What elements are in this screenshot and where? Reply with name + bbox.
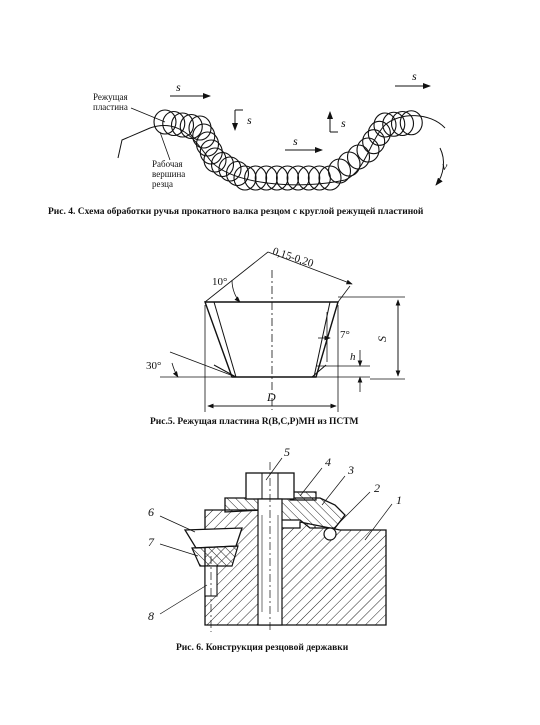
- dim-h: h: [350, 351, 356, 363]
- cutter-position-circle: [162, 110, 186, 137]
- figure-5-cutting-plate: 0,15-0,20 10° 7° h S 30° D Рис.5. Режуща…: [146, 245, 405, 427]
- cutter-position-circle: [254, 165, 278, 191]
- callout-8: 8: [148, 609, 154, 623]
- cutter-position-circle: [153, 109, 177, 135]
- angle-top: 10°: [212, 276, 227, 288]
- figure-6-holder-construction: 5 4 3 2 1 6 7 8 Рис. 6. Конструкция резц…: [148, 445, 402, 653]
- leader-cutting-plate: [130, 107, 166, 123]
- cutter-position-circle: [356, 137, 380, 163]
- callout-4: 4: [325, 455, 331, 469]
- cutter-position-circle: [367, 120, 391, 146]
- figure-4-groove-machining-scheme: s s s s s v Режущая пластина Рабочая вер…: [48, 69, 448, 217]
- cutter-position-circle: [203, 147, 227, 173]
- cutter-position-circle: [286, 165, 310, 191]
- cutter-position-circle: [244, 165, 268, 191]
- feed-label-mid-right: s: [341, 116, 346, 130]
- cutter-position-circle: [179, 113, 203, 140]
- cutter-position-circle: [390, 110, 415, 137]
- callout-2: 2: [374, 481, 380, 495]
- cutter-position-circle: [265, 165, 289, 191]
- label-working-tip-line2: вершина: [152, 169, 185, 179]
- callout-3: 3: [347, 463, 354, 477]
- caption-fig4: Рис. 4. Схема обработки ручья прокатного…: [48, 206, 424, 217]
- label-working-tip-line3: резца: [152, 179, 173, 189]
- feed-label-top-right: s: [412, 69, 417, 83]
- angle-side: 7°: [340, 329, 350, 341]
- cutter-position-circle: [192, 123, 216, 149]
- ball: [323, 527, 337, 541]
- leader-working-tip: [159, 131, 171, 161]
- rotation-label-v: v: [442, 159, 448, 173]
- feed-label-top-left: s: [176, 80, 181, 94]
- feed-label-mid-left: s: [247, 113, 252, 127]
- dim-s: S: [375, 336, 389, 342]
- feed-label-mid-center: s: [293, 134, 298, 148]
- angle-bottom: 30°: [146, 360, 161, 372]
- callout-6: 6: [148, 505, 154, 519]
- caption-fig6: Рис. 6. Конструкция резцовой державки: [176, 642, 349, 653]
- dim-chamfer: 0,15-0,20: [271, 245, 315, 270]
- rotation-arrow: [435, 147, 444, 186]
- cutter-position-circle: [210, 151, 235, 178]
- label-working-tip: Рабочая: [152, 159, 183, 169]
- cutter-position-circle: [218, 156, 242, 182]
- callout-5: 5: [284, 445, 290, 459]
- holder-body: [204, 509, 387, 626]
- cutter-position-circle: [170, 112, 195, 138]
- cutter-path-circles: [153, 109, 423, 191]
- label-cutting-plate: Режущая: [93, 92, 128, 102]
- cutter-position-circle: [188, 115, 212, 141]
- label-cutting-plate-line2: пластина: [93, 102, 128, 112]
- cutter-position-circle: [382, 111, 406, 137]
- callout-1: 1: [396, 493, 402, 507]
- cutter-position-circle: [373, 112, 397, 138]
- cutter-position-circle: [362, 129, 386, 155]
- cutter-position-circle: [225, 160, 250, 187]
- dim-d: D: [266, 390, 276, 404]
- cutter-position-circle: [275, 165, 300, 191]
- caption-fig5: Рис.5. Режущая пластина R(B,C,P)МН из ПС…: [150, 416, 358, 427]
- callout-7: 7: [148, 535, 155, 549]
- cutter-position-circle: [399, 110, 423, 136]
- insert-seat: [191, 545, 239, 567]
- clamp: [224, 497, 346, 529]
- cutter-position-circle: [233, 165, 257, 191]
- cutter-position-circle: [297, 165, 321, 191]
- cutter-position-circle: [195, 131, 220, 157]
